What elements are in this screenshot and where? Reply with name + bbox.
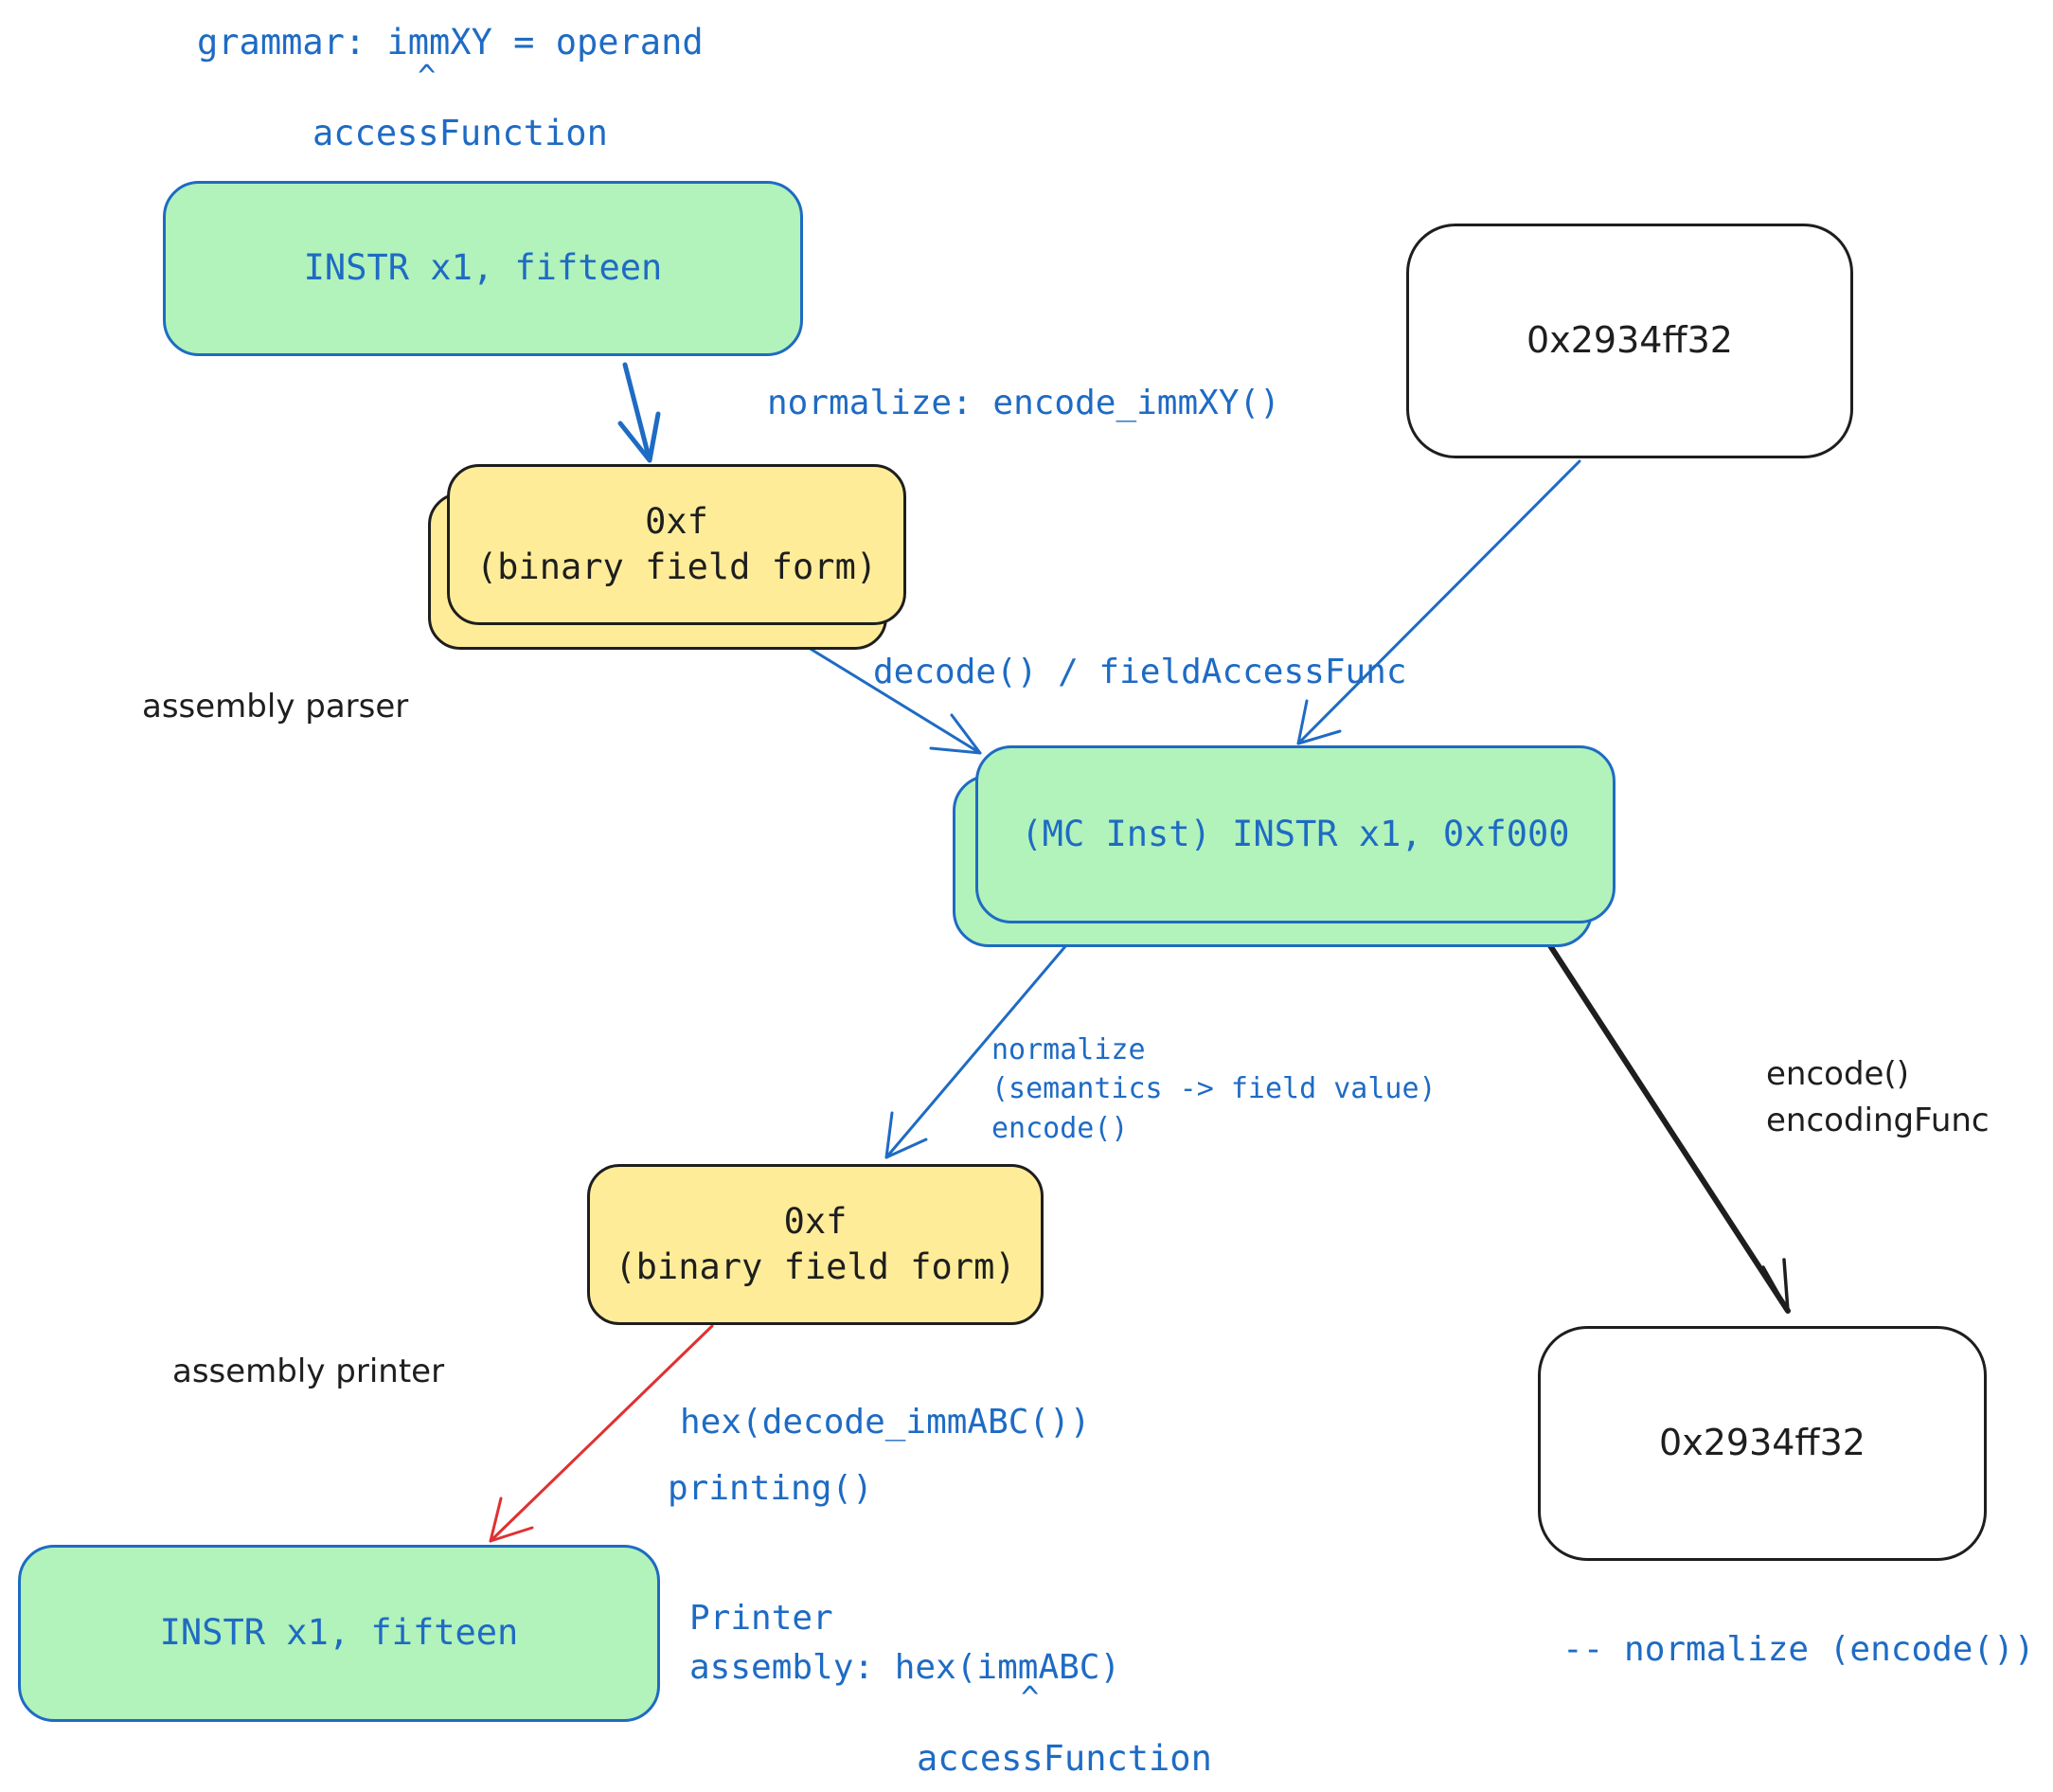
- assembly-printer-label: assembly printer: [172, 1353, 445, 1390]
- printing-label: printing(): [668, 1469, 873, 1508]
- arrow-field-to-mcinst: [782, 631, 982, 755]
- normalize-semantics-label: normalize (semantics -> field value) enc…: [991, 1033, 1437, 1145]
- hex-box-top: 0x2934ff32: [1406, 224, 1853, 458]
- instr-box-top: INSTR x1, fifteen: [163, 181, 803, 356]
- grammar-caret: ^: [418, 58, 437, 94]
- arrow-hex-to-mcinst: [1296, 459, 1581, 745]
- arrow-field-to-instr: [489, 1324, 714, 1543]
- arrow-mcinst-to-field: [884, 924, 1084, 1159]
- hex-box-bottom: 0x2934ff32: [1538, 1326, 1987, 1561]
- grammar-label: grammar: immXY = operand: [197, 22, 704, 63]
- hex-decode-label: hex(decode_immABC()): [680, 1403, 1091, 1442]
- access-function-label-top: accessFunction: [312, 113, 608, 153]
- decode-field-access-label: decode() / fieldAccessFunc: [873, 653, 1407, 691]
- field-box-bottom: 0xf (binary field form): [587, 1164, 1044, 1325]
- assembly-parser-label: assembly parser: [142, 688, 409, 726]
- arrow-mcinst-to-hex: [1536, 925, 1791, 1314]
- arrow-mcinst-to-hex-head: [1761, 1258, 1790, 1313]
- normalize-encode-label: normalize: encode_immXY(): [767, 384, 1280, 422]
- encode-func-label: encode() encodingFunc: [1766, 1055, 1990, 1140]
- printer-caret: ^: [1021, 1679, 1040, 1715]
- access-function-label-bottom: accessFunction: [917, 1738, 1212, 1779]
- normalize-encode-bottom-label: -- normalize (encode()): [1562, 1630, 2035, 1669]
- printer-assembly-label: Printer assembly: hex(immABC): [689, 1599, 1121, 1688]
- arrow-instr-to-field: [617, 362, 661, 463]
- mcinst-box: (MC Inst) INSTR x1, 0xf000: [975, 745, 1616, 923]
- field-box-top: 0xf (binary field form): [447, 464, 906, 625]
- instr-box-bottom: INSTR x1, fifteen: [18, 1545, 660, 1722]
